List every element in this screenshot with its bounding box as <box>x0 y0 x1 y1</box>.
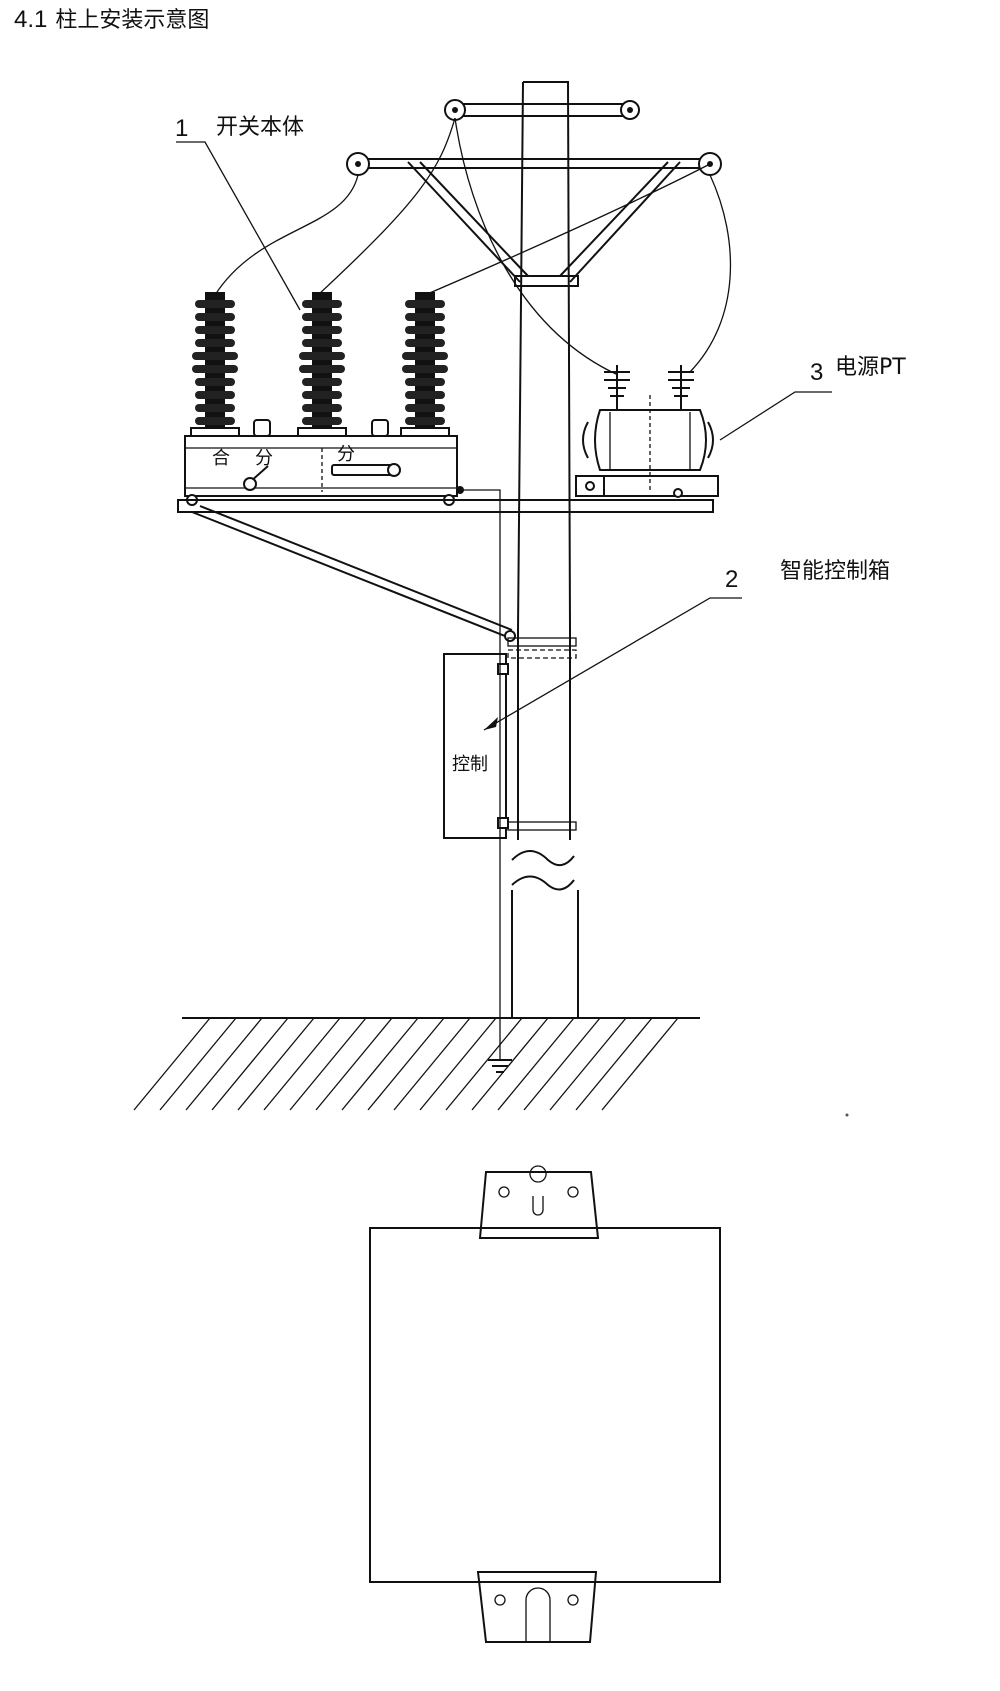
ground-hatch-line <box>523 1017 601 1111</box>
ground-hatch-line <box>393 1017 471 1111</box>
utility-pole <box>511 81 579 1019</box>
ground-hatch-line <box>133 1017 211 1111</box>
keyhole-slot <box>529 1165 547 1216</box>
ground-hatch-line <box>419 1017 497 1111</box>
insulator-3 <box>400 292 450 437</box>
switch-handle-bar <box>331 464 395 476</box>
heading-text: 柱上安装示意图 <box>55 8 210 33</box>
mounting-platform <box>177 489 714 645</box>
switch-mark-open-right: 分 <box>337 444 355 465</box>
callout-2-label: 智能控制箱 <box>780 559 890 584</box>
callout-1-label: 开关本体 <box>216 115 304 140</box>
insulator-1 <box>190 292 240 437</box>
heading-number: 4.1 <box>14 6 48 33</box>
ground-hatch-line <box>549 1017 627 1111</box>
ground-hatch-line <box>159 1017 237 1111</box>
ground-hatch-line <box>341 1017 419 1111</box>
ground-hatch-line <box>367 1017 445 1111</box>
callout-control-box: 2 智能控制箱 <box>483 559 890 731</box>
ground-lead <box>488 645 512 1073</box>
cross-arm-main <box>346 152 722 287</box>
ground-surface <box>133 1017 700 1111</box>
switch-mark-close: 合 <box>212 448 230 469</box>
callout-2-number: 2 <box>725 566 738 593</box>
ground-hatch-line <box>497 1017 575 1111</box>
callout-switch-body: 1 开关本体 <box>175 115 304 311</box>
ground-hatch-line <box>575 1017 653 1111</box>
callout-1-number: 1 <box>175 115 188 142</box>
pole-break-lower <box>511 875 575 891</box>
mounting-tab-bottom <box>476 1571 598 1643</box>
conductors <box>214 117 732 376</box>
ground-hatch-line <box>289 1017 367 1111</box>
callout-power-pt: 3 电源PT <box>719 355 906 441</box>
switch-mark-open-left: 分 <box>255 448 273 469</box>
callout-3-label: 电源PT <box>835 355 906 380</box>
cross-arm-top <box>444 99 640 121</box>
callout-3-number: 3 <box>810 359 823 386</box>
box-front-panel <box>369 1227 721 1583</box>
insulator-2 <box>297 292 347 437</box>
ground-hatch-line <box>185 1017 263 1111</box>
ground-hatch-line <box>263 1017 341 1111</box>
power-pt <box>575 365 719 498</box>
pole-break-upper <box>511 850 575 867</box>
ground-hatch-line <box>601 1017 679 1111</box>
ground-hatch-line <box>237 1017 315 1111</box>
mounting-tab-top <box>478 1171 600 1239</box>
slot-bottom <box>525 1587 551 1642</box>
ground-hatch-line <box>211 1017 289 1111</box>
page-heading: 4.1 柱上安装示意图 <box>14 2 209 34</box>
ground-hatch-line <box>445 1017 523 1111</box>
switch-body: 合 分 分 <box>184 419 464 506</box>
control-box-mark: 控制 <box>452 754 488 775</box>
control-box-front-view <box>369 1165 721 1643</box>
smart-control-box: 控制 <box>443 653 509 839</box>
ground-hatch-line <box>315 1017 393 1111</box>
switch-insulators <box>190 292 450 437</box>
ground-hatch-line <box>471 1017 549 1111</box>
